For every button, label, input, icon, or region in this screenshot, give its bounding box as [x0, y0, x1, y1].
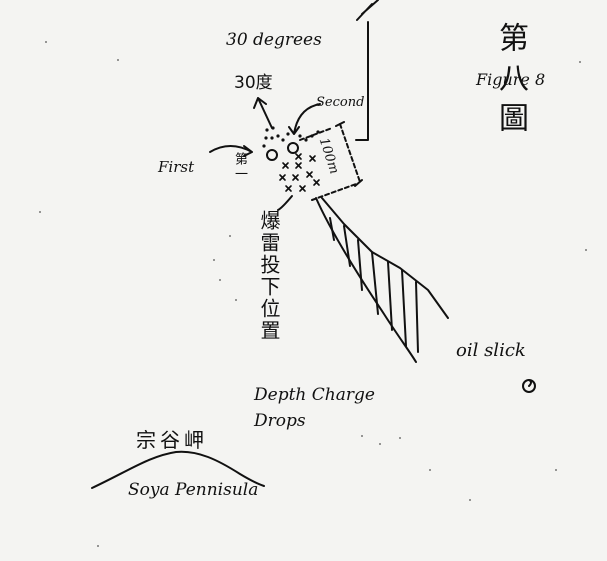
thirty-degrees-jp-label: 30度 — [234, 73, 273, 93]
figure-title: Figure 8 — [476, 70, 546, 89]
north-arrow-icon — [355, 0, 379, 141]
oil-slick-label: oil slick — [456, 340, 526, 361]
oil-slick-shape — [315, 197, 449, 363]
depth-charge-label-line1: Depth Charge Drops — [254, 385, 375, 431]
depth-charge-jp-label: 爆雷投下位置 — [257, 210, 281, 342]
second-drop-marker — [287, 142, 299, 154]
second-arrow — [288, 103, 321, 135]
paper-speckle — [39, 41, 587, 547]
thirty-degrees-label: 30 degrees — [226, 30, 322, 50]
soya-jp-label: 宗谷岬 — [136, 428, 208, 452]
spiral-icon — [522, 379, 536, 393]
heading-arrow — [253, 97, 273, 129]
first-drop-marker — [266, 149, 278, 161]
soya-coastline — [91, 450, 265, 489]
x-mark-icon — [279, 153, 320, 192]
second-label: Second — [316, 95, 365, 110]
first-jp-label: 第一 — [232, 152, 247, 182]
first-arrow — [209, 145, 253, 157]
first-label: First — [158, 158, 195, 176]
drop-leader-line — [277, 195, 293, 211]
soya-peninsula-label: Soya Pennisula — [128, 480, 259, 500]
distance-bracket — [299, 121, 363, 201]
figure-title-jp: 第八圖 — [493, 22, 528, 142]
dot-marks — [262, 126, 320, 148]
